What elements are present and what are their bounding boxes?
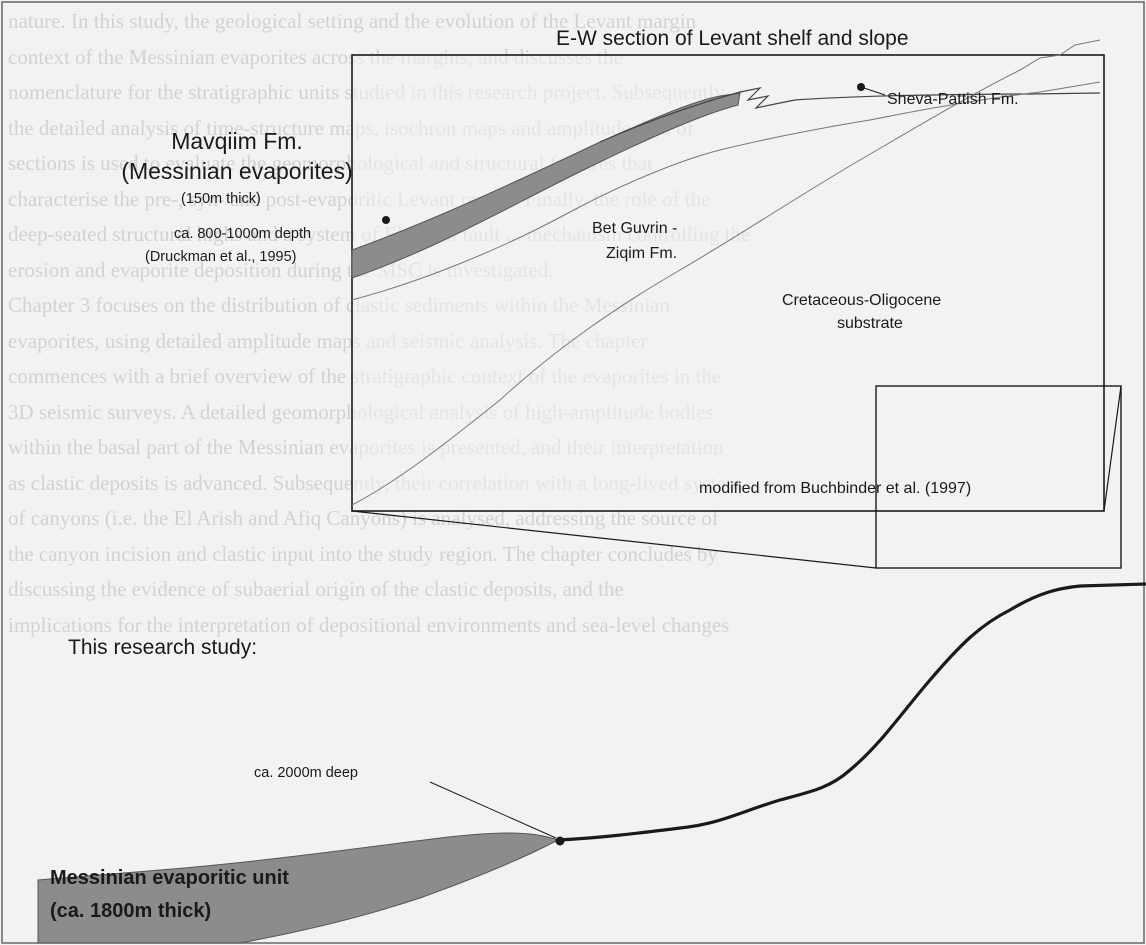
bet-guvrin-label-line1: Bet Guvrin - (592, 220, 678, 237)
cretaceous-label-line2: substrate (837, 315, 903, 332)
cretaceous-label-line1: Cretaceous-Oligocene (782, 292, 942, 309)
sheva-pattish-label: Sheva-Pattish Fm. (887, 91, 1019, 108)
deep-leader-line (429, 781, 557, 839)
background-text-line: implications for the interpretation of d… (8, 612, 730, 637)
source-note-label: modified from Buchbinder et al. (1997) (699, 480, 972, 497)
mavqiim-name-label: Mavqiim Fm. (171, 128, 303, 154)
mavqiim-reference-label: (Druckman et al., 1995) (145, 249, 297, 265)
deep-label: ca. 2000m deep (254, 765, 358, 781)
bet-guvrin-base-line (351, 81, 1101, 301)
study-label: This research study: (68, 636, 258, 659)
substrate-surface-line (351, 39, 1101, 506)
sample-point-deep (555, 836, 565, 846)
inset-box (351, 54, 1105, 512)
mavqiim-description-label: (Messinian evaporites) (121, 158, 353, 184)
mavqiim-thickness-label: (150m thick) (181, 191, 261, 207)
bathymetric-profile (557, 582, 1146, 842)
sheva-leader-line (860, 86, 886, 96)
shelf-top-surface (599, 87, 1101, 143)
evaporitic-unit-label: Messinian evaporitic unit (50, 867, 289, 889)
bet-guvrin-label-line2: Ziqim Fm. (606, 245, 678, 262)
background-text-line: the canyon incision and clastic input in… (8, 541, 718, 566)
connector-line-lower (351, 510, 877, 569)
background-text-line: nature. In this study, the geological se… (8, 9, 697, 33)
diagram-title: E-W section of Levant shelf and slope (556, 27, 909, 50)
mavqiim-evaporite-layer (351, 92, 741, 279)
mavqiim-depth-label: ca. 800-1000m depth (174, 226, 312, 242)
background-text-line: discussing the evidence of subaerial ori… (8, 577, 624, 601)
sample-point-mavqiim (382, 216, 390, 224)
evaporitic-unit-thickness-label: (ca. 1800m thick) (50, 900, 212, 922)
zoom-box (875, 385, 1122, 569)
connector-line-upper (1103, 385, 1122, 512)
